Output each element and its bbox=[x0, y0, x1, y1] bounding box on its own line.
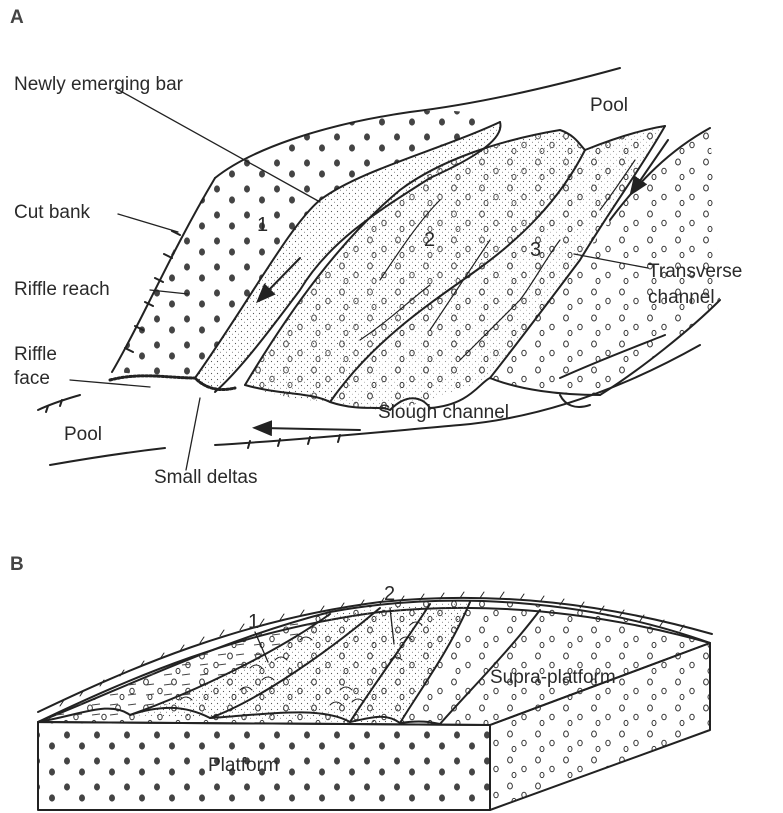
bar-number-3: 3 bbox=[530, 240, 541, 260]
label-transverse-2: channel bbox=[648, 288, 715, 307]
label-newly-emerging-bar: Newly emerging bar bbox=[14, 75, 183, 94]
pool-left-bank bbox=[38, 395, 80, 410]
panel-b-letter: B bbox=[10, 555, 24, 574]
label-pool-left: Pool bbox=[64, 425, 102, 444]
bar-number-2: 2 bbox=[424, 230, 435, 250]
label-pool-top: Pool bbox=[590, 96, 628, 115]
bar-number-1: 1 bbox=[257, 215, 268, 235]
label-slough-channel: Slough channel bbox=[378, 403, 509, 422]
label-riffle-reach: Riffle reach bbox=[14, 280, 110, 299]
label-transverse-1: Transverse bbox=[648, 262, 742, 281]
label-platform: Platform bbox=[208, 756, 279, 775]
label-riffle-face-2: face bbox=[14, 369, 50, 388]
panel-b-drawing bbox=[38, 592, 712, 810]
panel-b-bar-number-1: 1 bbox=[248, 612, 259, 632]
label-supra-platform: Supra-platform bbox=[490, 668, 616, 687]
label-riffle-face-1: Riffle bbox=[14, 345, 57, 364]
panel-b-bar-number-2: 2 bbox=[384, 584, 395, 604]
label-small-deltas: Small deltas bbox=[154, 468, 258, 487]
pool-left-lower-bank bbox=[50, 448, 165, 465]
slough-arrow bbox=[262, 428, 360, 430]
label-cut-bank: Cut bank bbox=[14, 203, 90, 222]
panel-a-letter: A bbox=[10, 8, 24, 27]
